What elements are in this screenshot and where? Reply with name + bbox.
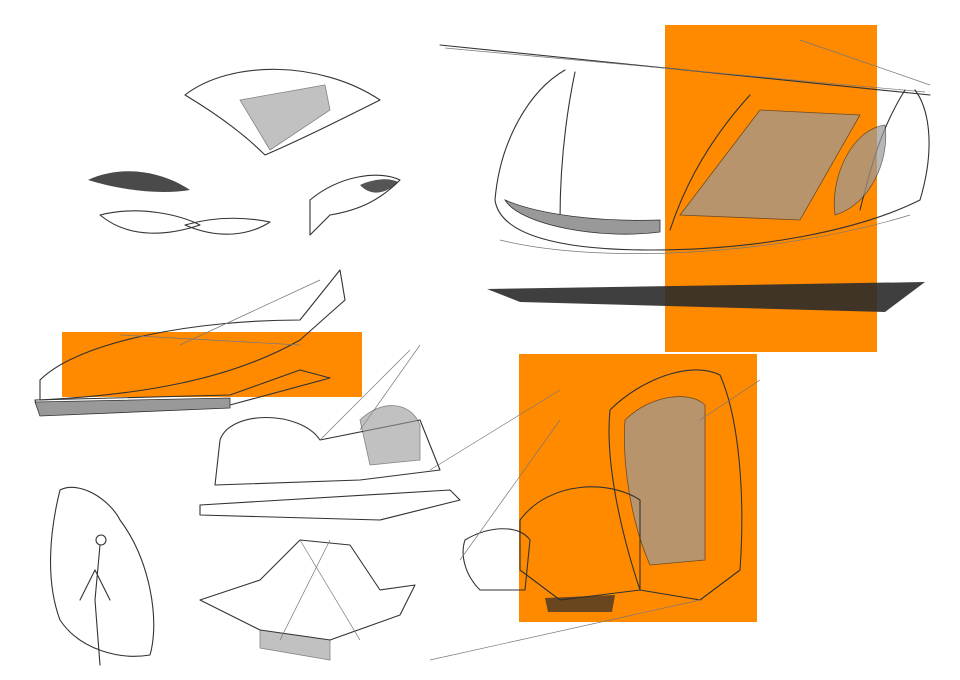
small-sketches <box>88 68 401 236</box>
figure-sketch <box>50 486 155 666</box>
hammock-sketch <box>439 39 931 254</box>
orange-panel-left <box>62 332 362 397</box>
boat-sketch <box>34 269 346 417</box>
lounger-sketch <box>199 539 416 661</box>
seat-sketch <box>199 344 561 521</box>
armchair-sketch <box>429 369 761 661</box>
hammock-shadow <box>487 282 925 312</box>
